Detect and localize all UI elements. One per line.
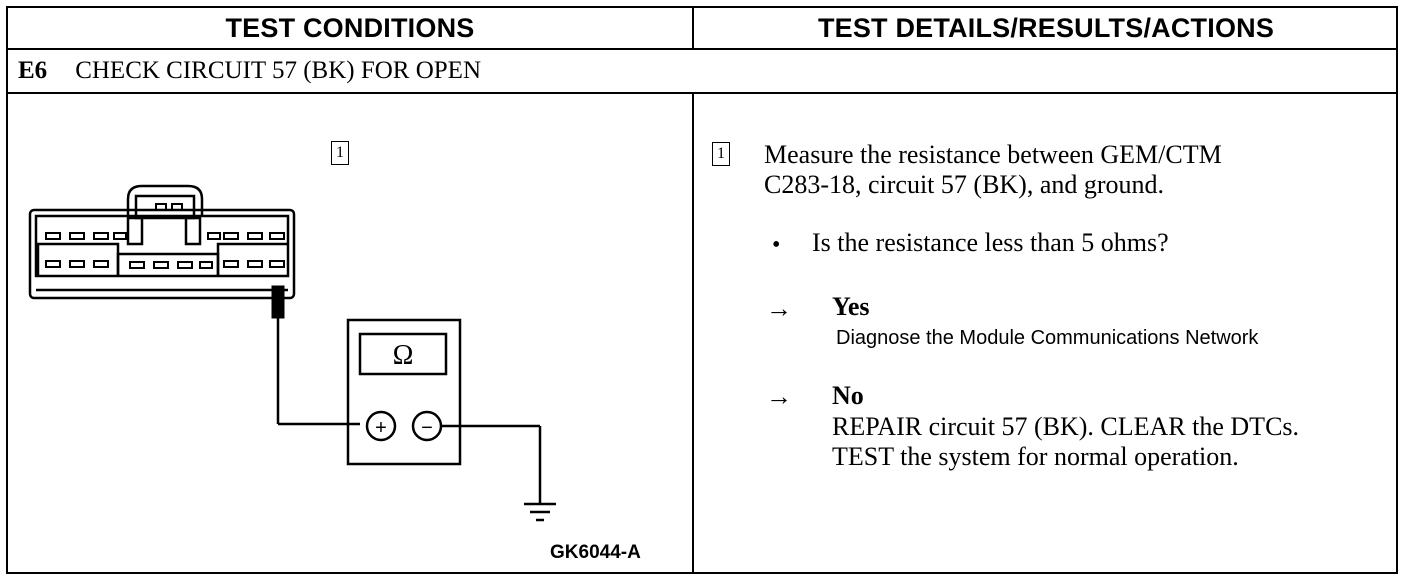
figure-code: GK6044-A <box>550 542 641 563</box>
test-table: TEST CONDITIONS TEST DETAILS/RESULTS/ACT… <box>6 6 1398 574</box>
connector <box>28 184 296 300</box>
no-action-line: TEST the system for normal operation. <box>832 442 1239 471</box>
probe <box>271 285 360 426</box>
no-arrow: → <box>766 382 792 411</box>
step-row: E6 CHECK CIRCUIT 57 (BK) FOR OPEN <box>8 50 1396 92</box>
instruction-line: C283-18, circuit 57 (BK), and ground. <box>764 170 1165 199</box>
test-details: 1 Measure the resistance between GEM/CTM… <box>694 94 1396 572</box>
yes-action: Diagnose the Module Communications Netwo… <box>836 327 1259 349</box>
no-action-line: REPAIR circuit 57 (BK). CLEAR the DTCs. <box>832 412 1300 441</box>
no-action: REPAIR circuit 57 (BK). CLEAR the DTCs. … <box>832 412 1392 472</box>
yes-label: Yes <box>832 292 870 321</box>
ground-symbol <box>524 502 556 522</box>
instruction: Measure the resistance between GEM/CTM C… <box>764 140 1364 200</box>
ohm-symbol: Ω <box>393 340 414 371</box>
step-id: E6 <box>18 57 48 84</box>
instruction-line: Measure the resistance between GEM/CTM <box>764 140 1222 169</box>
header-divider <box>692 8 694 48</box>
plus-terminal: + <box>375 417 387 439</box>
minus-terminal: − <box>421 417 433 439</box>
ohmmeter <box>346 318 462 466</box>
column-divider <box>692 94 694 572</box>
connector-pins <box>45 203 285 269</box>
bullet: • <box>772 232 781 258</box>
ground-lead <box>441 424 542 504</box>
question: Is the resistance less than 5 ohms? <box>812 228 1169 257</box>
step-title: CHECK CIRCUIT 57 (BK) FOR OPEN <box>75 57 482 84</box>
details-step-marker: 1 <box>712 142 730 166</box>
connector-meter-diagram: Ω + − <box>28 184 556 522</box>
test-diagram: Ω + − 1 GK6044-A <box>8 94 692 572</box>
yes-arrow: → <box>766 294 792 323</box>
row-divider <box>8 48 1396 50</box>
diagram-step-marker: 1 <box>331 141 349 165</box>
row-divider <box>8 92 1396 94</box>
no-label: No <box>832 381 864 410</box>
header-test-details: TEST DETAILS/RESULTS/ACTIONS <box>817 12 1275 43</box>
header-test-conditions: TEST CONDITIONS <box>225 12 475 43</box>
